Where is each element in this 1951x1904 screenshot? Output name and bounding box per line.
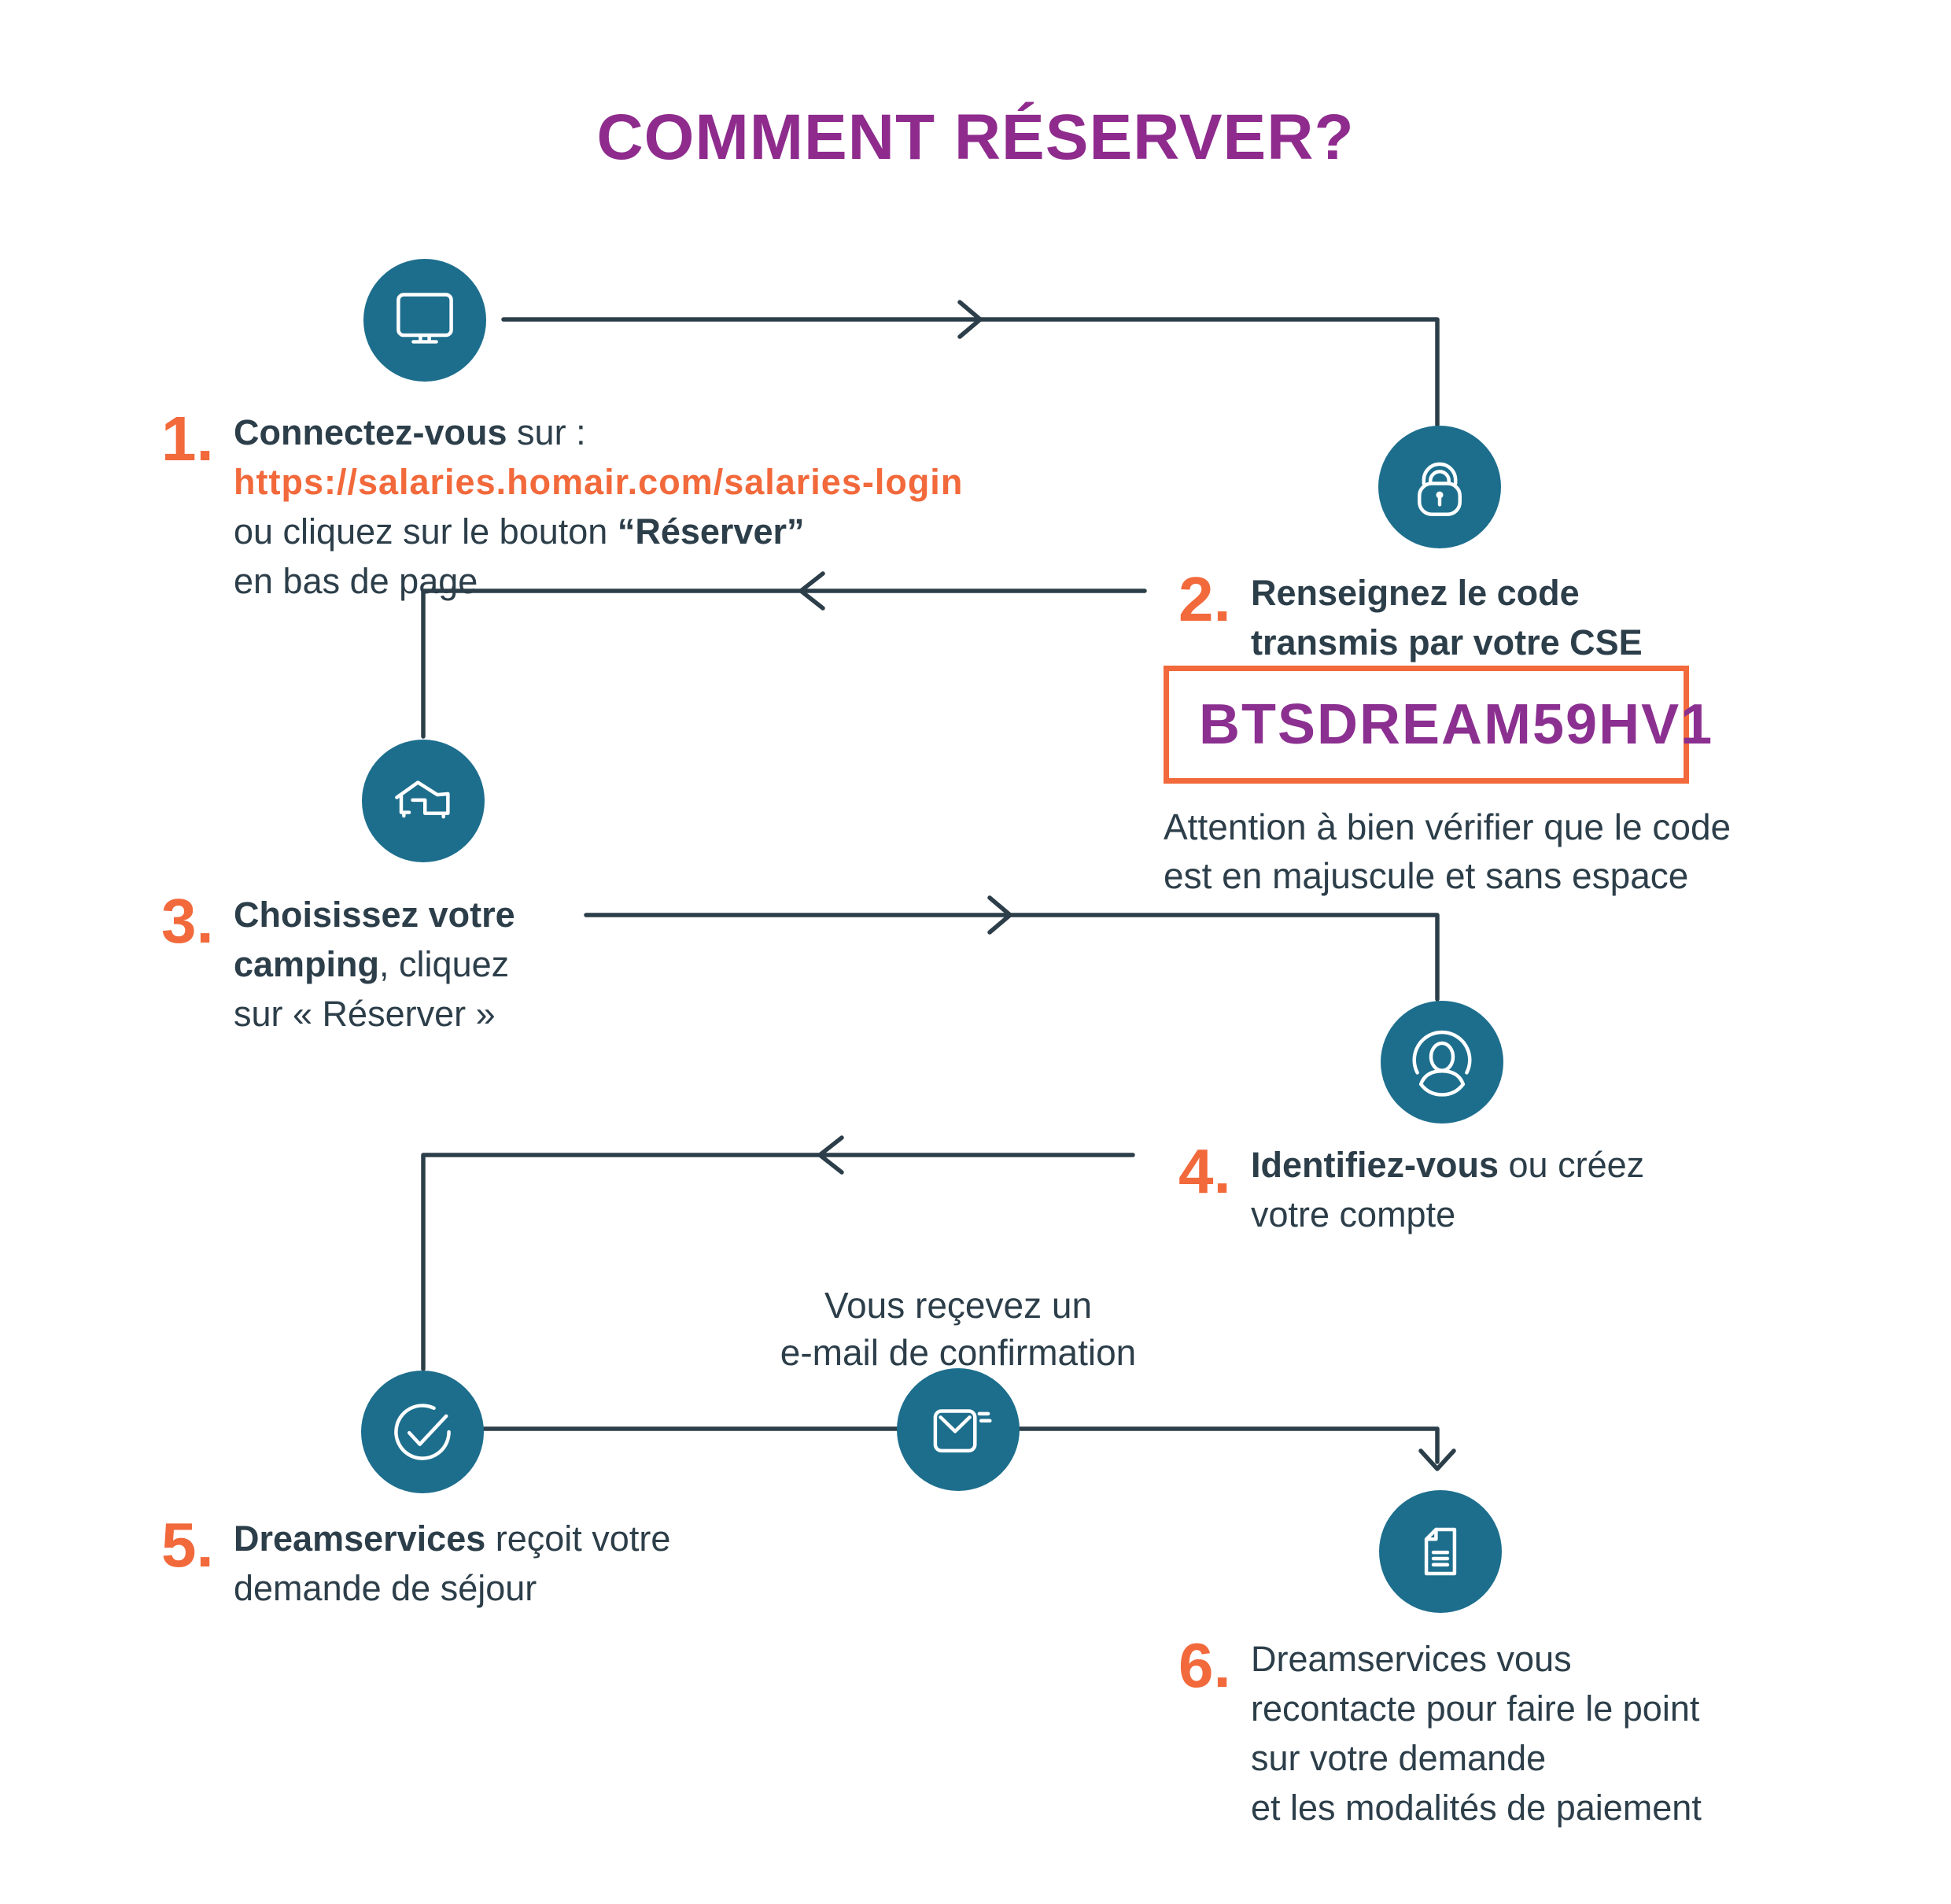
step-line: et les modalités de paiement <box>1251 1783 1702 1832</box>
step-number: 2. <box>1178 564 1231 634</box>
arrow-right-chevron-icon <box>957 300 983 339</box>
step-text-segment: sur « Réserver » <box>234 994 496 1034</box>
step-number: 5. <box>161 1510 214 1580</box>
document-icon <box>1424 1527 1457 1576</box>
step-text: Dreamservices reçoit votre demande de sé… <box>234 1514 670 1613</box>
step-text-segment: sur : <box>507 412 586 452</box>
email-circle <box>897 1368 1020 1491</box>
code-warning-note: Attention à bien vérifier que le code es… <box>1164 803 1731 900</box>
step-line: Renseignez le code <box>1251 568 1643 618</box>
step-text-segment: ou cliquez sur le bouton <box>234 511 618 552</box>
reservation-url-link[interactable]: https://salaries.homair.com/salaries-log… <box>234 462 964 502</box>
step-line: Connectez-vous sur : <box>234 408 963 457</box>
user-account-icon <box>1412 1030 1472 1097</box>
step-number: 1. <box>161 404 214 474</box>
step-text-segment: recontacte pour faire le point <box>1251 1688 1700 1729</box>
note-line: e-mail de confirmation <box>780 1332 1137 1373</box>
step-text-segment: Connectez-vous <box>234 412 507 452</box>
step-line: https://salaries.homair.com/salaries-log… <box>234 457 963 507</box>
step-number: 4. <box>1178 1136 1231 1206</box>
arrow-step1-to-step2 <box>501 300 1440 427</box>
step-5: 5. Dreamservices reçoit votre demande de… <box>161 1514 670 1613</box>
step-text-segment: Identifiez-vous <box>1251 1145 1499 1185</box>
step2-circle <box>1378 426 1501 548</box>
step-line: sur votre demande <box>1251 1733 1702 1783</box>
step-line: Choisissez votre <box>234 890 515 939</box>
arrow-down-chevron-icon <box>1418 1448 1456 1471</box>
arrow-right-chevron-icon <box>987 895 1012 935</box>
step-line: recontacte pour faire le point <box>1251 1684 1702 1733</box>
arrow-step3-to-step4 <box>584 895 1440 1002</box>
email-icon <box>933 1409 992 1453</box>
step-number: 3. <box>161 886 214 956</box>
cse-code-value: BTSDREAM59HV1 <box>1199 693 1714 756</box>
note-line: Vous reçevez un <box>824 1285 1093 1326</box>
monitor-icon <box>396 293 453 344</box>
page-title: COMMENT RÉSERVER? <box>596 101 1355 173</box>
step-text-segment: camping <box>234 944 380 984</box>
arrow-step4-to-step5 <box>421 1135 1135 1371</box>
step4-circle <box>1381 1001 1503 1124</box>
step-line: Dreamservices vous <box>1251 1634 1702 1684</box>
step-text-segment: Renseignez le code <box>1251 573 1580 613</box>
cse-code-box: BTSDREAM59HV1 <box>1164 666 1712 784</box>
step-number: 6. <box>1178 1630 1231 1700</box>
arrow-left-chevron-icon <box>798 571 825 611</box>
step6-circle <box>1379 1490 1502 1613</box>
step-text-segment: reçoit votre <box>485 1518 671 1559</box>
step-text: Choisissez votre camping, cliquez sur « … <box>234 890 515 1039</box>
step-line: ou cliquez sur le bouton “Réserver” <box>234 507 963 556</box>
step-text-segment: demande de séjour <box>234 1568 537 1608</box>
step-text-segment: votre compte <box>1251 1194 1456 1234</box>
step5-circle <box>361 1371 484 1493</box>
step-2: 2. Renseignez le code transmis par votre… <box>1178 568 1643 667</box>
step-text-segment: transmis par votre CSE <box>1251 622 1643 662</box>
note-line: Attention à bien vérifier que le code <box>1164 806 1732 847</box>
email-confirmation-note: Vous reçevez un e-mail de confirmation <box>683 1282 1234 1376</box>
note-line: est en majuscule et sans espace <box>1164 855 1689 896</box>
step-text-segment: Dreamservices vous <box>1251 1639 1572 1679</box>
arrow-step5-to-step6 <box>481 1426 1456 1471</box>
check-circle-icon <box>394 1404 451 1460</box>
step-text-segment: ou créez <box>1499 1145 1645 1185</box>
house-icon <box>395 780 450 819</box>
step-line: demande de séjour <box>234 1563 670 1613</box>
step-1: 1. Connectez-vous sur : https://salaries… <box>161 408 963 606</box>
step-text-segment: “Réserver” <box>617 511 805 552</box>
step-text: Renseignez le code transmis par votre CS… <box>1251 568 1643 667</box>
step-line: votre compte <box>1251 1190 1644 1239</box>
step-line: Dreamservices reçoit votre <box>234 1514 670 1563</box>
lock-icon <box>1418 462 1462 516</box>
step-text-segment: sur votre demande <box>1251 1738 1547 1778</box>
step-line: sur « Réserver » <box>234 989 515 1039</box>
step-line: en bas de page <box>234 556 963 606</box>
step-line: Identifiez-vous ou créez <box>1251 1140 1644 1190</box>
step-3: 3. Choisissez votre camping, cliquez sur… <box>161 890 515 1039</box>
step1-circle <box>363 259 486 382</box>
step-text-segment: et les modalités de paiement <box>1251 1788 1702 1828</box>
step-line: transmis par votre CSE <box>1251 618 1643 667</box>
step-line: camping, cliquez <box>234 939 515 989</box>
step-4: 4. Identifiez-vous ou créez votre compte <box>1178 1140 1644 1239</box>
step-text-segment: , cliquez <box>379 944 510 984</box>
step-text: Connectez-vous sur : https://salaries.ho… <box>234 408 963 606</box>
step-text-segment: en bas de page <box>234 561 478 601</box>
arrow-step2-to-step3 <box>421 571 1147 739</box>
arrow-left-chevron-icon <box>817 1135 844 1175</box>
step3-circle <box>362 740 485 862</box>
step-text: Identifiez-vous ou créez votre compte <box>1251 1140 1644 1239</box>
step-text-segment: Choisissez votre <box>234 895 515 935</box>
step-text-segment: Dreamservices <box>234 1518 486 1559</box>
step-text: Dreamservices vous recontacte pour faire… <box>1251 1634 1702 1832</box>
step-6: 6. Dreamservices vous recontacte pour fa… <box>1178 1634 1702 1832</box>
